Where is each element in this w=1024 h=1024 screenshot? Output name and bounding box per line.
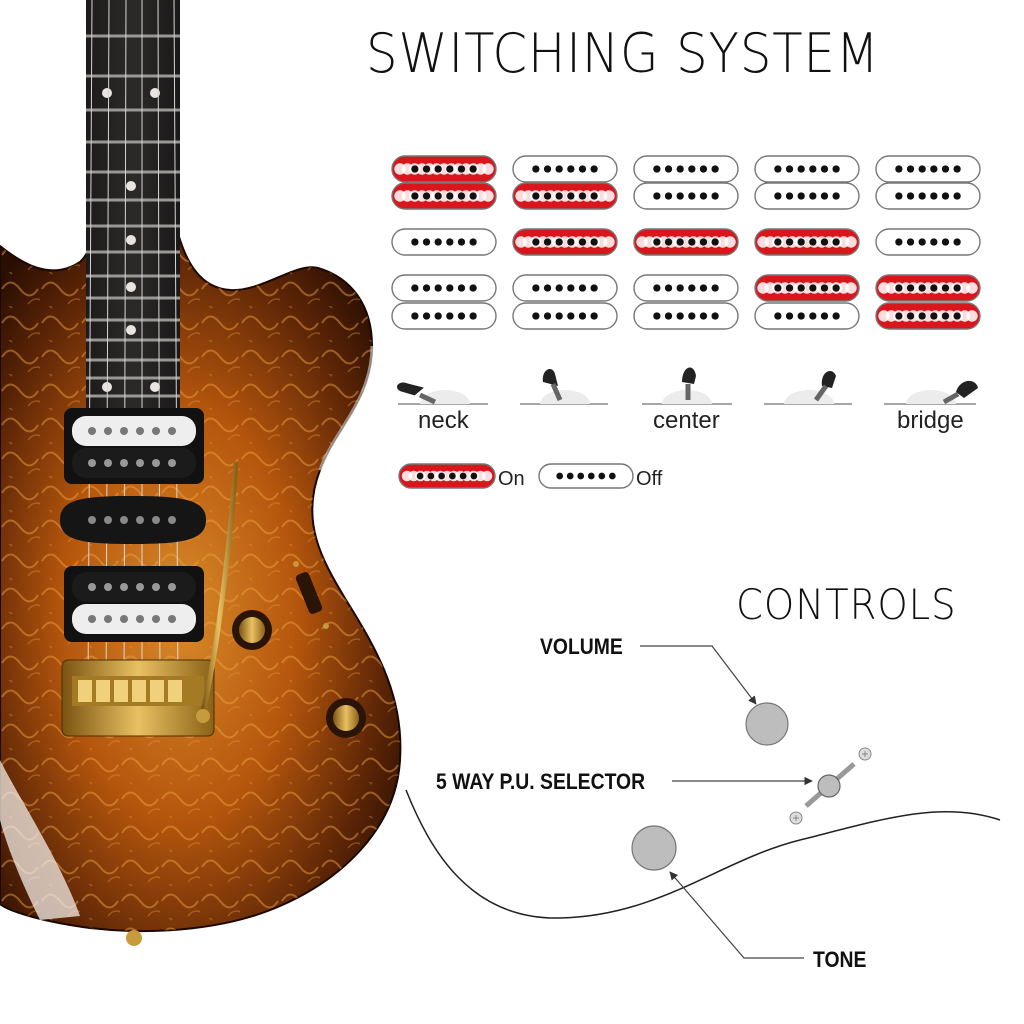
coil-pos5-bridge-bottom [875, 302, 981, 330]
coil-pos3-bridge-top [633, 274, 739, 302]
coil-pos5-neck-bottom [875, 182, 981, 210]
lever-position-4-icon [764, 371, 852, 405]
lever-position-1-icon [397, 382, 488, 405]
guitar-tone-knob [326, 698, 366, 738]
position-label-bridge: bridge [897, 407, 964, 434]
guitar-neck [86, 0, 180, 420]
selector-switch-icon [789, 747, 872, 825]
bridge-humbucker [64, 566, 204, 642]
coil-pos2-bridge-bottom [512, 302, 618, 330]
legend-on-label: On [498, 468, 525, 490]
legend-off-coil [538, 463, 634, 489]
legend-on-coil [398, 463, 496, 489]
selector-label: 5 WAY P.U. SELECTOR [436, 769, 646, 794]
tone-leader-line [669, 871, 804, 959]
coil-pos4-bridge-top [754, 274, 860, 302]
coil-pos2-neck-top [512, 155, 618, 183]
coil-pos3-bridge-bottom [633, 302, 739, 330]
coil-pos2-bridge-top [512, 274, 618, 302]
coil-pos4-center [754, 228, 860, 256]
volume-leader-line [640, 645, 757, 705]
lever-position-2-icon [520, 368, 608, 405]
volume-knob-icon [745, 702, 789, 746]
lever-position-3-icon [642, 367, 732, 405]
switching-system-title: SWITCHING SYSTEM [366, 22, 880, 85]
position-label-center: center [653, 407, 720, 434]
coil-pos5-neck-top [875, 155, 981, 183]
coil-pos2-neck-bottom [512, 182, 618, 210]
neck-humbucker [64, 408, 204, 484]
lever-position-5-icon [884, 380, 978, 405]
coil-pos2-center [512, 228, 618, 256]
legend-off-swatch [538, 463, 634, 489]
tremolo-bridge [61, 659, 215, 737]
coil-pos5-bridge-top [875, 274, 981, 302]
position-label-neck: neck [418, 407, 469, 434]
coil-pos3-neck-top [633, 155, 739, 183]
tone-knob-icon [631, 825, 677, 871]
guitar-volume-knob [232, 610, 272, 650]
coil-pos1-neck-top [391, 155, 497, 183]
coil-pos1-bridge-top [391, 274, 497, 302]
legend-off-label: Off [636, 468, 663, 490]
coil-pos3-neck-bottom [633, 182, 739, 210]
coil-pos1-bridge-bottom [391, 302, 497, 330]
controls-title: CONTROLS [736, 580, 957, 629]
coil-pos4-bridge-bottom [754, 302, 860, 330]
volume-label: VOLUME [540, 634, 623, 659]
legend-on-swatch [398, 463, 496, 489]
tone-label: TONE [813, 947, 867, 972]
coil-pos4-neck-bottom [754, 182, 860, 210]
center-single-coil [60, 496, 206, 544]
cable [405, 789, 1001, 919]
coil-pos4-neck-top [754, 155, 860, 183]
guitar-selector-switch [293, 561, 329, 629]
coil-pos1-center [391, 228, 497, 256]
coil-pos3-center [633, 228, 739, 256]
coil-pos5-center [875, 228, 981, 256]
coil-pos1-neck-bottom [391, 182, 497, 210]
